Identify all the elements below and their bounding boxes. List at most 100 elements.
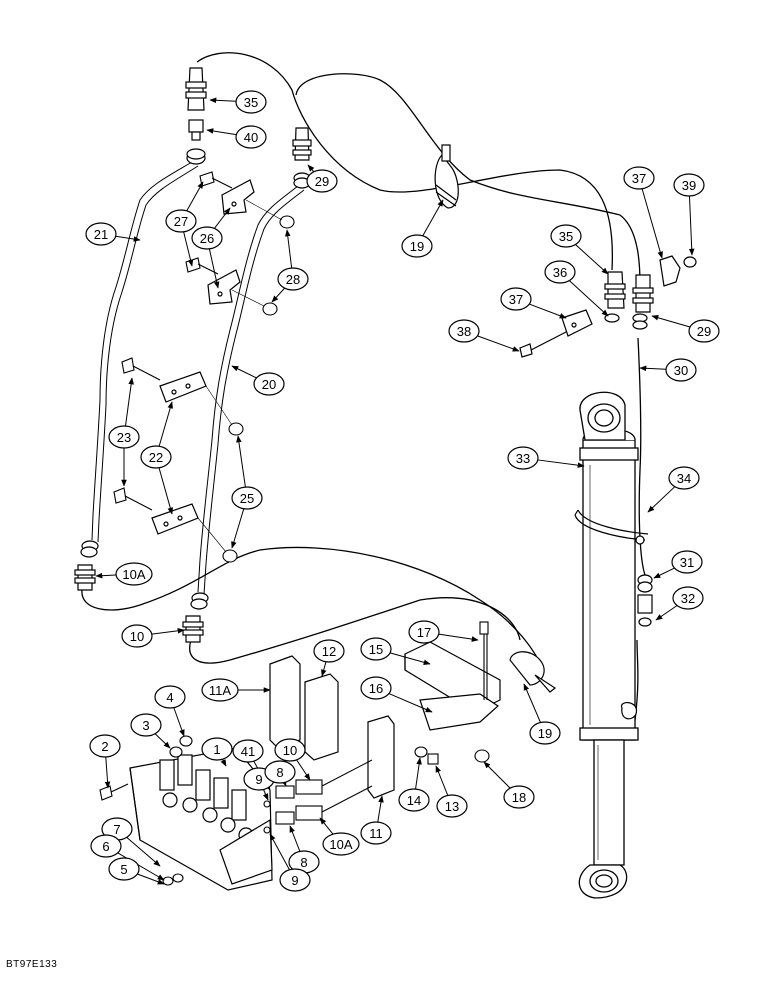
callout-label: 8 xyxy=(300,855,307,870)
callout-label: 4 xyxy=(166,690,173,705)
callout-bubble xyxy=(436,794,468,818)
callout-18: 18 xyxy=(503,785,535,809)
callout-28: 28 xyxy=(277,267,309,291)
leader-line xyxy=(104,756,111,789)
callout-bubble xyxy=(274,738,306,762)
leader-line xyxy=(158,401,173,447)
nut-tube-21-top xyxy=(186,148,206,165)
callout-label: 37 xyxy=(632,171,646,186)
leader-line xyxy=(477,335,520,352)
callout-16: 16 xyxy=(360,676,392,700)
callout-6: 6 xyxy=(90,834,122,858)
leader-line xyxy=(537,459,585,468)
callout-label: 21 xyxy=(94,227,108,242)
callout-label: 29 xyxy=(697,324,711,339)
callout-bubble xyxy=(279,868,311,892)
clamp-37-right xyxy=(659,255,697,287)
callout-bubble xyxy=(201,737,233,761)
callout-29: 29 xyxy=(688,319,720,343)
leader-line xyxy=(289,825,301,852)
callout-label: 19 xyxy=(410,239,424,254)
callout-bubble xyxy=(306,169,338,193)
callout-label: 9 xyxy=(255,772,262,787)
callout-bubble xyxy=(232,739,264,763)
clamp-37-left xyxy=(519,309,593,358)
callout-19: 19 xyxy=(401,234,433,258)
callout-label: 13 xyxy=(445,799,459,814)
callout-9: 9 xyxy=(279,868,311,892)
callout-label: 22 xyxy=(149,450,163,465)
leader-line xyxy=(569,280,609,317)
fitting-40 xyxy=(188,119,204,141)
callout-29: 29 xyxy=(306,169,338,193)
callout-bubble xyxy=(90,834,122,858)
callout-label: 18 xyxy=(512,790,526,805)
leader-line xyxy=(117,852,165,881)
callout-bubble xyxy=(673,173,705,197)
leader-line xyxy=(115,235,141,242)
callout-label: 36 xyxy=(553,265,567,280)
callout-bubble xyxy=(235,125,267,149)
callout-label: 10 xyxy=(130,629,144,644)
callout-label: 20 xyxy=(262,377,276,392)
callout-15: 15 xyxy=(360,637,392,661)
callout-34: 34 xyxy=(668,466,700,490)
callout-bubble xyxy=(121,624,153,648)
leader-line xyxy=(231,508,245,549)
callout-11A: 11A xyxy=(201,678,239,702)
leader-line xyxy=(126,836,161,867)
callout-41: 41 xyxy=(232,739,264,763)
leader-line xyxy=(483,761,511,789)
callout-1: 1 xyxy=(201,737,233,761)
callout-label: 29 xyxy=(315,174,329,189)
leader-line xyxy=(575,244,609,275)
leader-line xyxy=(151,628,185,635)
callout-bubble xyxy=(130,713,162,737)
callout-bubble xyxy=(191,226,223,250)
callout-bubble xyxy=(398,788,430,812)
bolt-17 xyxy=(479,621,489,700)
callout-bubble xyxy=(360,821,392,845)
leader-line xyxy=(651,315,691,328)
callout-bubble xyxy=(235,90,267,114)
fitting-10-left xyxy=(182,592,209,643)
callout-38: 38 xyxy=(448,319,480,343)
clamp-11A xyxy=(269,655,301,749)
clamp-12 xyxy=(304,673,339,761)
callout-37: 37 xyxy=(500,287,532,311)
callout-bubble xyxy=(665,358,697,382)
callout-bubble xyxy=(108,425,140,449)
hose-upper-right xyxy=(295,73,641,286)
callout-22: 22 xyxy=(140,445,172,469)
callout-bubble xyxy=(277,267,309,291)
leader-line xyxy=(271,287,286,303)
callout-bubble xyxy=(360,637,392,661)
leader-line xyxy=(236,435,246,488)
leader-line xyxy=(173,707,185,737)
callout-bubble xyxy=(503,785,535,809)
callout-bubble xyxy=(85,222,117,246)
callout-3: 3 xyxy=(130,713,162,737)
leader-line xyxy=(137,873,165,885)
clamp-34 xyxy=(574,509,649,545)
figure-code: BT97E133 xyxy=(6,959,58,970)
leader-line xyxy=(639,365,667,372)
bracket-16 xyxy=(419,693,499,731)
leader-line xyxy=(124,377,134,427)
callout-bubble xyxy=(529,721,561,745)
callout-10: 10 xyxy=(121,624,153,648)
leader-line xyxy=(186,181,204,212)
callout-33: 33 xyxy=(507,446,539,470)
fitting-29-top xyxy=(292,127,312,189)
callout-bubble xyxy=(668,466,700,490)
callout-4: 4 xyxy=(154,685,186,709)
callout-label: 30 xyxy=(674,363,688,378)
clamp-26-lower xyxy=(207,269,241,305)
valve-hardware-2-3-4-5-6 xyxy=(99,735,193,886)
hose-30 xyxy=(637,337,646,576)
callout-21: 21 xyxy=(85,222,117,246)
clamp-19-lower xyxy=(509,651,557,693)
callout-label: 5 xyxy=(120,862,127,877)
callout-label: 26 xyxy=(200,231,214,246)
